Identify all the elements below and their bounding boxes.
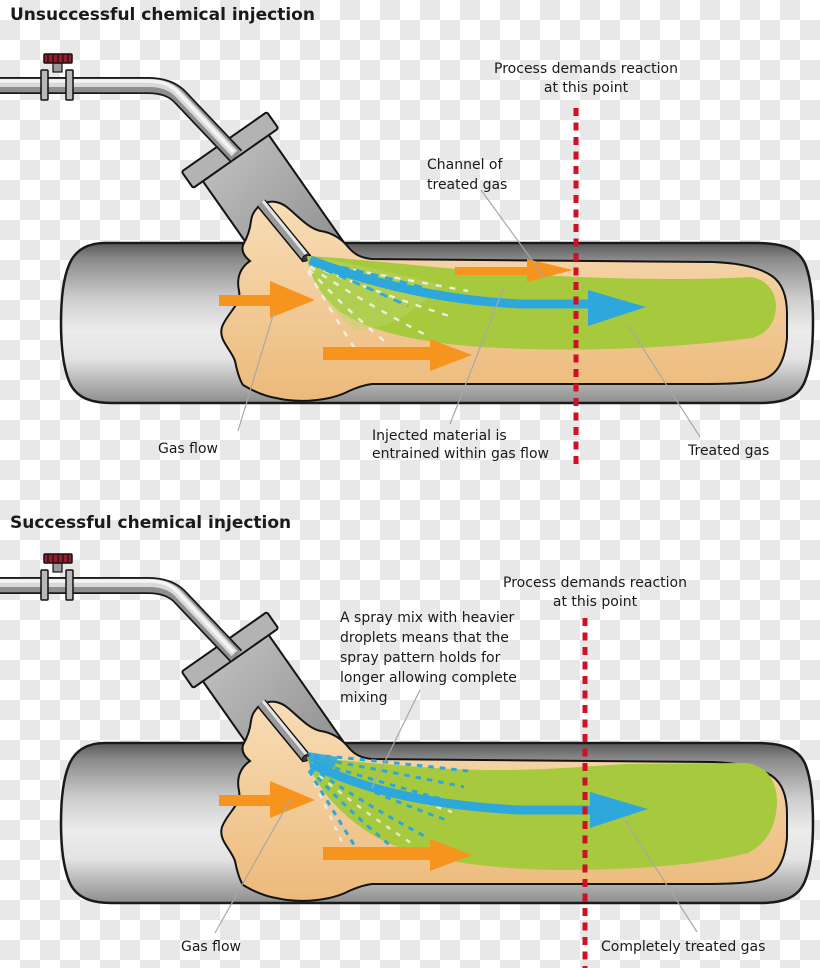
process-point-label-line1: Process demands reaction <box>503 575 687 591</box>
section-successful: Successful chemical injection Process de… <box>0 513 813 968</box>
spray-note-line4: longer allowing complete <box>340 670 517 686</box>
spray-note-line3: spray pattern holds for <box>340 650 501 666</box>
injected-material-label-line2: entrained within gas flow <box>372 446 549 462</box>
section-unsuccessful: Unsuccessful chemical injection Process … <box>0 5 813 464</box>
section-title: Unsuccessful chemical injection <box>10 5 315 25</box>
process-point-label-line2: at this point <box>553 594 638 610</box>
gas-flow-label: Gas flow <box>158 441 218 457</box>
injected-chemical-arrow <box>309 759 648 828</box>
leader-lines <box>237 189 701 438</box>
injected-material-label-line1: Injected material is <box>372 428 507 444</box>
spray-note-line1: A spray mix with heavier <box>340 610 515 626</box>
leader-lines <box>214 689 698 934</box>
process-point-label-line1: Process demands reaction <box>494 61 678 77</box>
treated-gas-label: Treated gas <box>687 443 769 459</box>
channel-label-line2: treated gas <box>427 177 507 193</box>
section-title: Successful chemical injection <box>10 513 291 533</box>
injected-chemical-arrow <box>308 255 646 326</box>
spray-note-line5: mixing <box>340 690 387 706</box>
completely-treated-gas-label: Completely treated gas <box>601 939 765 955</box>
spray-note-line2: droplets means that the <box>340 630 509 646</box>
gas-flow-label: Gas flow <box>181 939 241 955</box>
channel-label-line1: Channel of <box>427 157 503 173</box>
process-point-label-line2: at this point <box>544 80 629 96</box>
gas-flow-arrows <box>219 781 472 871</box>
